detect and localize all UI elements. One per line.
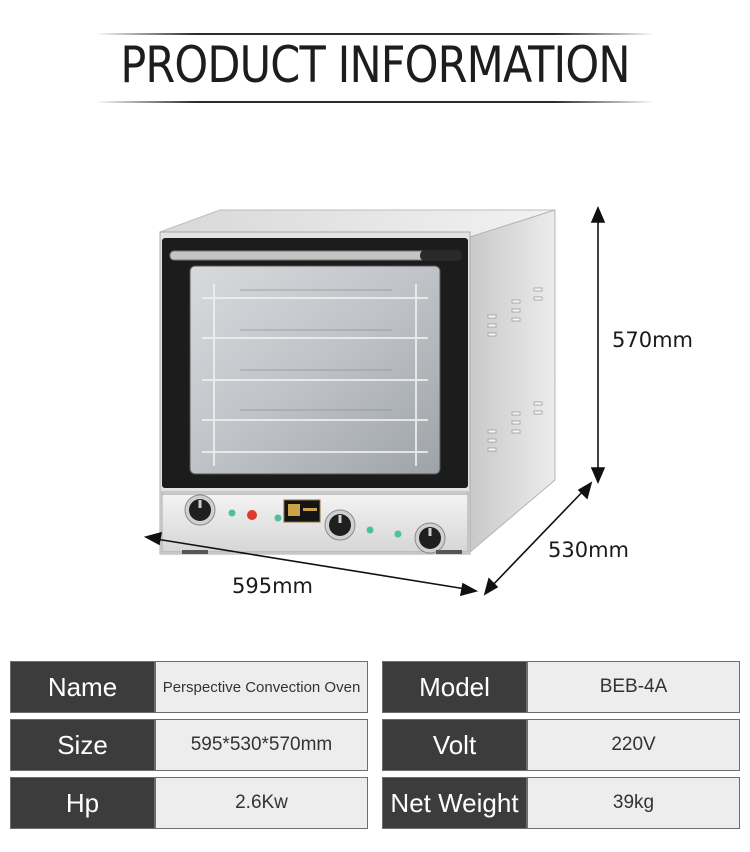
height-dimension-label: 570mm bbox=[612, 328, 693, 352]
spec-label-net-weight: Net Weight bbox=[382, 777, 527, 829]
spec-label-name: Name bbox=[10, 661, 155, 713]
header: PRODUCT INFORMATION bbox=[0, 0, 750, 120]
spec-value-size: 595*530*570mm bbox=[155, 719, 368, 771]
width-dimension-label: 595mm bbox=[232, 574, 313, 598]
knob-left bbox=[184, 494, 216, 526]
knob-right bbox=[414, 522, 446, 554]
page-title: PRODUCT INFORMATION bbox=[120, 36, 630, 94]
spec-value-volt: 220V bbox=[527, 719, 740, 771]
brand-logo-mark bbox=[288, 504, 300, 516]
spec-label-volt: Volt bbox=[382, 719, 527, 771]
spec-value-model: BEB-4A bbox=[527, 661, 740, 713]
spec-value-name: Perspective Convection Oven bbox=[155, 661, 368, 713]
spec-label-size: Size bbox=[10, 719, 155, 771]
oven-body bbox=[159, 209, 556, 555]
product-figure: 570mm 530mm 595mm bbox=[0, 180, 750, 620]
knob-middle bbox=[324, 509, 356, 541]
title-top-rule bbox=[95, 33, 655, 35]
dimension-arrows bbox=[143, 205, 606, 597]
title-bottom-rule bbox=[95, 101, 655, 103]
spec-value-hp: 2.6Kw bbox=[155, 777, 368, 829]
spec-label-hp: Hp bbox=[10, 777, 155, 829]
depth-dimension-label: 530mm bbox=[548, 538, 629, 562]
oven-illustration bbox=[143, 205, 606, 597]
spec-label-model: Model bbox=[382, 661, 527, 713]
spec-value-net-weight: 39kg bbox=[527, 777, 740, 829]
